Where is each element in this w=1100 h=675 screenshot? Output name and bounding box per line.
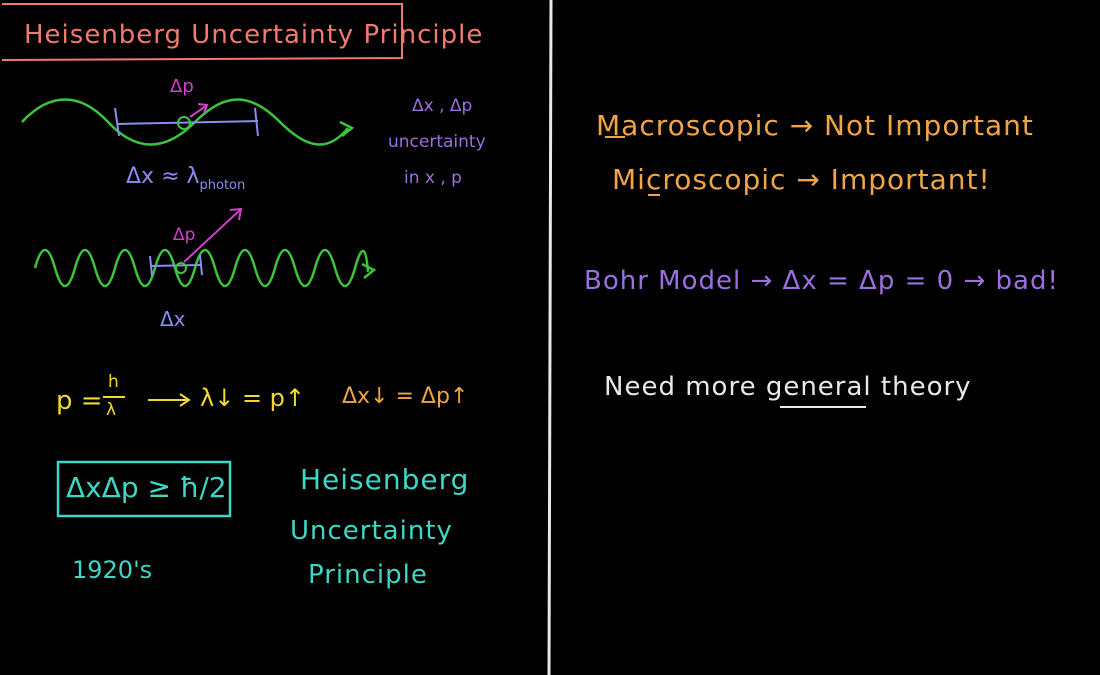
name-line-1: Heisenberg	[300, 463, 470, 496]
name-line-2: Uncertainty	[290, 516, 453, 546]
formula-lambda: λ	[106, 400, 117, 420]
interval-mark-left	[114, 107, 120, 137]
date-label: 1920's	[72, 556, 153, 584]
center-divider	[547, 0, 553, 675]
title-box	[1, 3, 403, 61]
delta-p-label-2: Δp	[173, 225, 196, 245]
name-line-3: Principle	[308, 560, 428, 590]
uncertainty-formula: ΔxΔp ≥ ħ/2	[66, 471, 227, 504]
delta-x-approx-label: Δx ≈ λphoton	[126, 164, 246, 193]
delta-p-label-1: Δp	[170, 76, 194, 97]
wave-long-arrowhead	[339, 120, 355, 137]
formula-delta-relation: Δx↓ = Δp↑	[342, 384, 469, 409]
particle-2	[175, 262, 187, 274]
formula-h: h	[108, 372, 119, 392]
fraction-bar	[103, 396, 125, 398]
note-line-1: Δx , Δp	[412, 96, 473, 116]
note-line-2: uncertainty	[388, 132, 486, 152]
need-theory-line: Need more general theory	[604, 372, 972, 402]
macroscopic-line: Macroscopic → Not Important	[596, 109, 1034, 142]
wave-short-arrowhead	[361, 262, 377, 279]
delta-x-label-2: Δx	[160, 307, 186, 331]
momentum-arrow-1	[189, 105, 207, 118]
formula-p-equals: p =	[56, 386, 103, 416]
formula-box	[56, 460, 232, 518]
interval-line	[117, 120, 259, 125]
note-line-3: in x , p	[404, 168, 462, 188]
microscopic-line: Microscopic → Important!	[612, 163, 991, 196]
wave-short	[33, 248, 370, 288]
formula-relation: λ↓ = p↑	[200, 384, 306, 412]
particle-1	[177, 116, 191, 130]
bohr-model-line: Bohr Model → Δx = Δp = 0 → bad!	[584, 266, 1059, 296]
page-title: Heisenberg Uncertainty Principle	[24, 20, 484, 50]
momentum-arrow-2	[183, 209, 241, 263]
